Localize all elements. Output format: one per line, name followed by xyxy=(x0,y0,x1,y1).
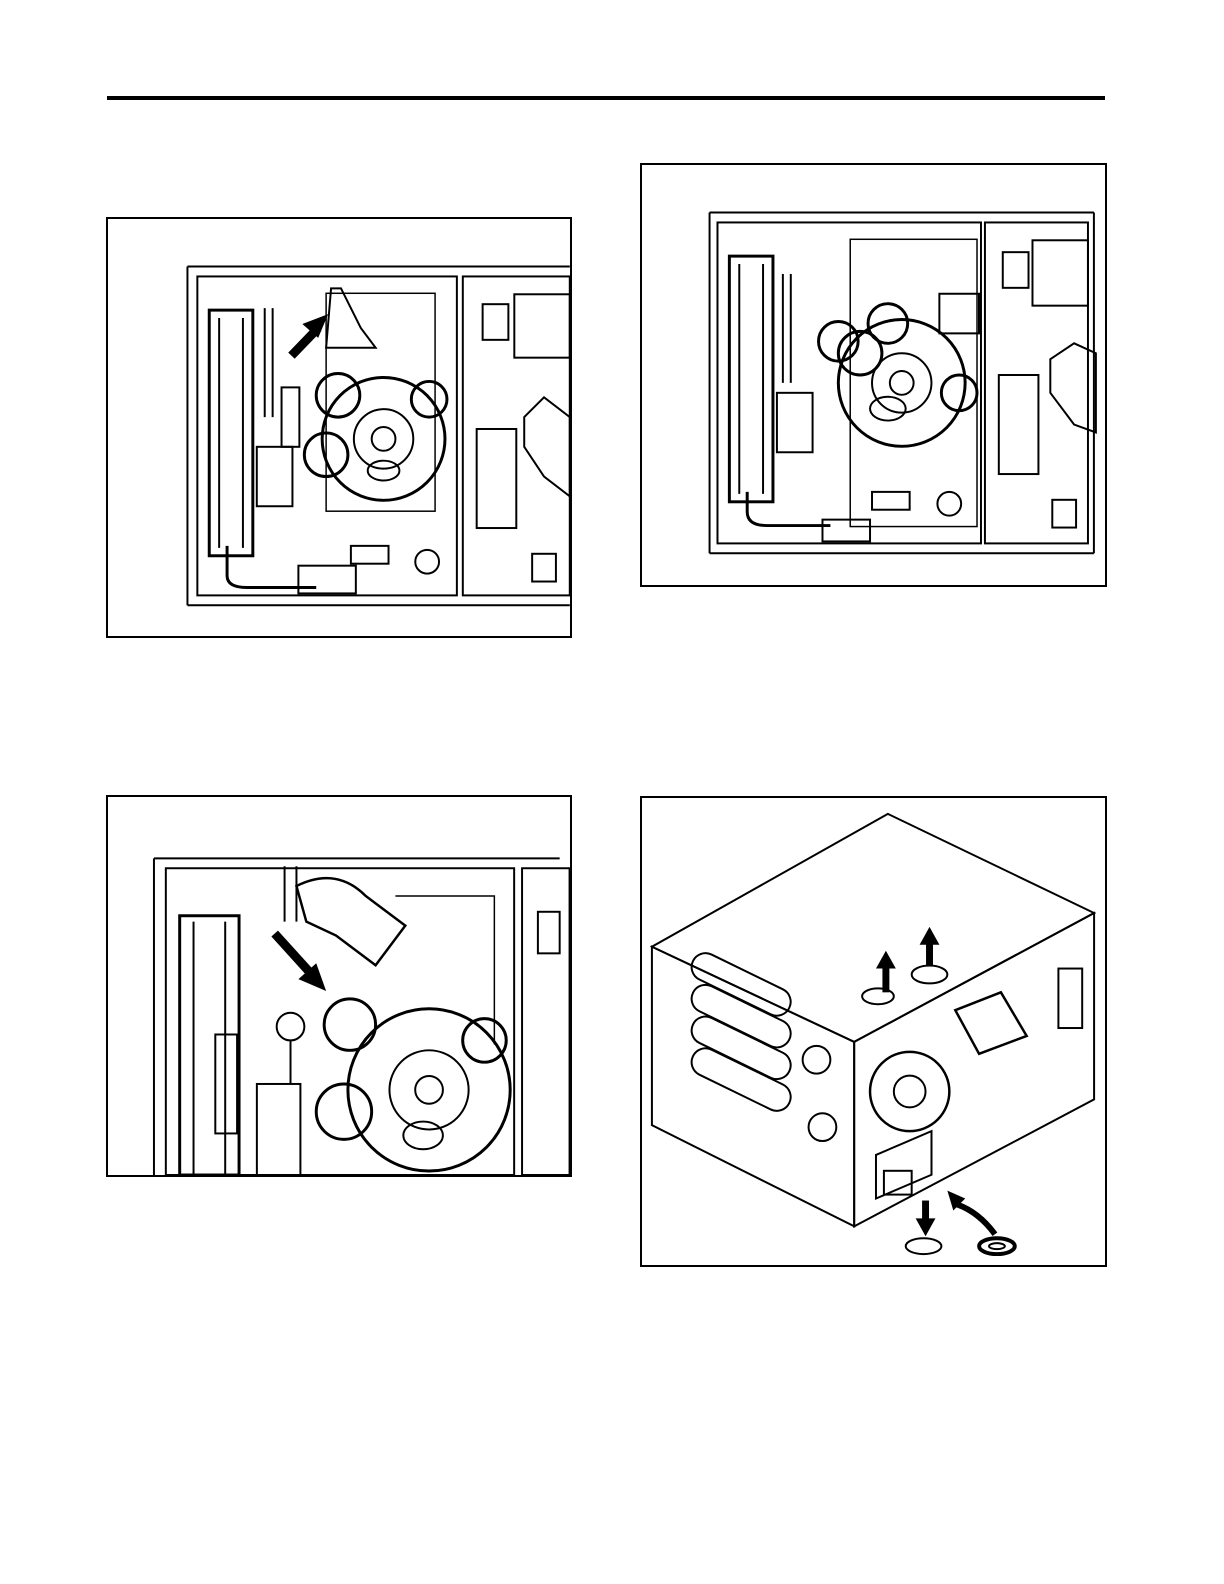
figure-1 xyxy=(106,217,572,638)
arrow-down-right-icon xyxy=(275,934,326,991)
arrow-up-icon xyxy=(876,951,896,993)
arrow-up-right-icon xyxy=(291,314,328,356)
furnace-cabinet-isometric-drawing xyxy=(642,798,1105,1265)
furnace-closeup-panel-drawing xyxy=(108,797,570,1175)
arrow-up-icon xyxy=(920,927,940,967)
arrow-down-icon xyxy=(916,1201,936,1237)
furnace-front-panel-rotated-blower-drawing xyxy=(642,165,1105,585)
figure-2 xyxy=(640,163,1107,587)
plug-icon xyxy=(947,1191,995,1235)
header-rule xyxy=(107,96,1105,100)
furnace-front-panel-drawing xyxy=(108,219,570,636)
figure-3 xyxy=(106,795,572,1177)
figure-4 xyxy=(640,796,1107,1267)
